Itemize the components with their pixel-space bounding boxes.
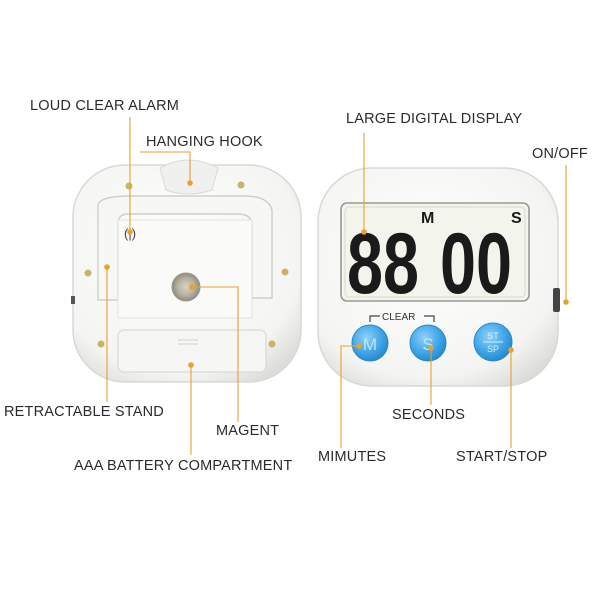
label-loud-clear-alarm: LOUD CLEAR ALARM	[30, 98, 180, 114]
screw-icon	[268, 340, 276, 348]
screw-icon	[97, 340, 105, 348]
display-unit-seconds: S	[511, 210, 522, 227]
minutes-button-label: M	[363, 335, 377, 354]
screw-icon	[281, 268, 289, 276]
label-magent: MAGENT	[216, 423, 280, 439]
battery-compartment-shape	[117, 329, 267, 373]
label-start-stop: START/STOP	[456, 449, 548, 465]
label-large-digital-display: LARGE DIGITAL DISPLAY	[346, 111, 523, 127]
label-on-off: ON/OFF	[532, 146, 588, 162]
timer-back: (|)	[71, 159, 302, 383]
hanging-hook-shape	[159, 159, 219, 195]
start-stop-top-label: ST	[487, 331, 499, 341]
screw-icon	[237, 181, 245, 189]
display-minutes: 88	[347, 216, 419, 312]
minutes-button[interactable]: M	[351, 324, 389, 362]
label-seconds: SECONDS	[392, 407, 466, 423]
callout-lines	[104, 117, 569, 455]
start-stop-bottom-label: SP	[487, 344, 499, 354]
on-off-switch[interactable]	[553, 288, 560, 312]
label-aaa-battery-compartment: AAA BATTERY COMPARTMENT	[74, 458, 293, 474]
start-stop-button[interactable]: ST SP	[473, 322, 513, 362]
seconds-button-label: S	[422, 335, 433, 354]
screw-icon	[84, 269, 92, 277]
label-retractable-stand: RETRACTABLE STAND	[4, 404, 164, 420]
clear-label: CLEAR	[382, 312, 415, 323]
label-minutes: MIMUTES	[318, 449, 387, 465]
label-hanging-hook: HANGING HOOK	[146, 134, 263, 150]
display-unit-minutes: M	[421, 210, 434, 227]
timer-front: 88 M 00 S CLEAR M S ST SP	[317, 167, 560, 387]
display-seconds: 00	[440, 216, 512, 312]
lcd-display	[340, 202, 530, 302]
seconds-button[interactable]: S	[409, 324, 447, 362]
screw-icon	[125, 182, 133, 190]
